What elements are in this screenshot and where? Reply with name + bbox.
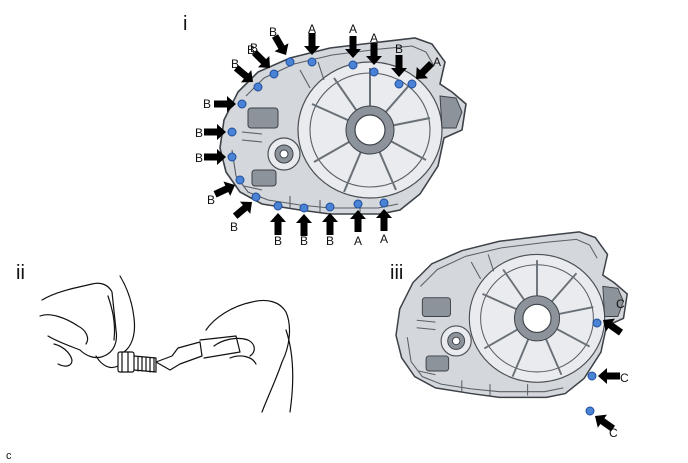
bolt-label: C xyxy=(609,426,618,440)
bolt-label: B xyxy=(203,97,211,111)
bolt-label: A xyxy=(380,232,388,246)
bolt-dot xyxy=(407,79,417,89)
bolt-label: B xyxy=(395,42,403,56)
bolt-dot xyxy=(585,406,595,416)
bolt-dots-i xyxy=(227,57,417,213)
bolt-label: B xyxy=(230,220,238,234)
bolt-label: C xyxy=(620,371,629,385)
bolt-label: B xyxy=(195,126,203,140)
bolt-dot xyxy=(285,57,295,67)
bolt-label: B xyxy=(300,234,308,248)
bolt-dot xyxy=(369,67,379,77)
bolt-label: B xyxy=(247,43,255,57)
bolt-label: A xyxy=(433,55,441,69)
bolt-label: C xyxy=(616,297,625,311)
panel-i: i xyxy=(183,13,467,215)
bolt-label: B xyxy=(207,193,215,207)
bolt-head xyxy=(117,351,135,373)
panel-label-i: i xyxy=(183,13,187,35)
bolt-label: B xyxy=(326,234,334,248)
panel-ii: ii xyxy=(16,262,294,413)
bolt-dot xyxy=(394,79,404,89)
bolt-dot xyxy=(299,203,309,213)
bolt-label: B xyxy=(195,151,203,165)
arrow-up xyxy=(296,214,312,236)
arrow-up xyxy=(270,213,286,235)
arrow-left xyxy=(598,368,620,384)
bolt-dot xyxy=(307,57,317,67)
bolt-dot xyxy=(253,82,263,92)
bolt-label: A xyxy=(349,22,357,36)
bolt-label: A xyxy=(370,31,378,45)
panel-label-iii: iii xyxy=(390,262,403,284)
bolt-dot xyxy=(353,199,363,209)
bolt-dot xyxy=(237,99,247,109)
corner-mark: c xyxy=(6,450,12,462)
bolt-label: B xyxy=(269,25,277,39)
bolt-dot xyxy=(587,371,597,381)
arrow-up xyxy=(322,213,338,235)
bolt-dot xyxy=(348,60,358,70)
bolt-dot xyxy=(592,318,602,328)
panel-iii: iii C C C xyxy=(390,230,629,440)
bolt-label: A xyxy=(308,22,316,36)
bolt-dot xyxy=(325,202,335,212)
bolt-label: B xyxy=(274,234,282,248)
bolt-dot xyxy=(379,198,389,208)
adhesive-application-illustration xyxy=(39,275,294,413)
bolt-label: B xyxy=(231,57,239,71)
bolt-dot xyxy=(227,152,237,162)
bolt-dot xyxy=(251,192,261,202)
panel-label-ii: ii xyxy=(16,262,25,284)
bolt-labels-i: A A A B A B B B B B B B B B B B A A B xyxy=(195,22,441,248)
bolt-dot xyxy=(269,69,279,79)
bolt-label: B xyxy=(250,41,258,55)
bolt-dot xyxy=(227,127,237,137)
bolt-dot xyxy=(273,201,283,211)
bolt-label: A xyxy=(354,234,362,248)
bolt-dot xyxy=(235,175,245,185)
